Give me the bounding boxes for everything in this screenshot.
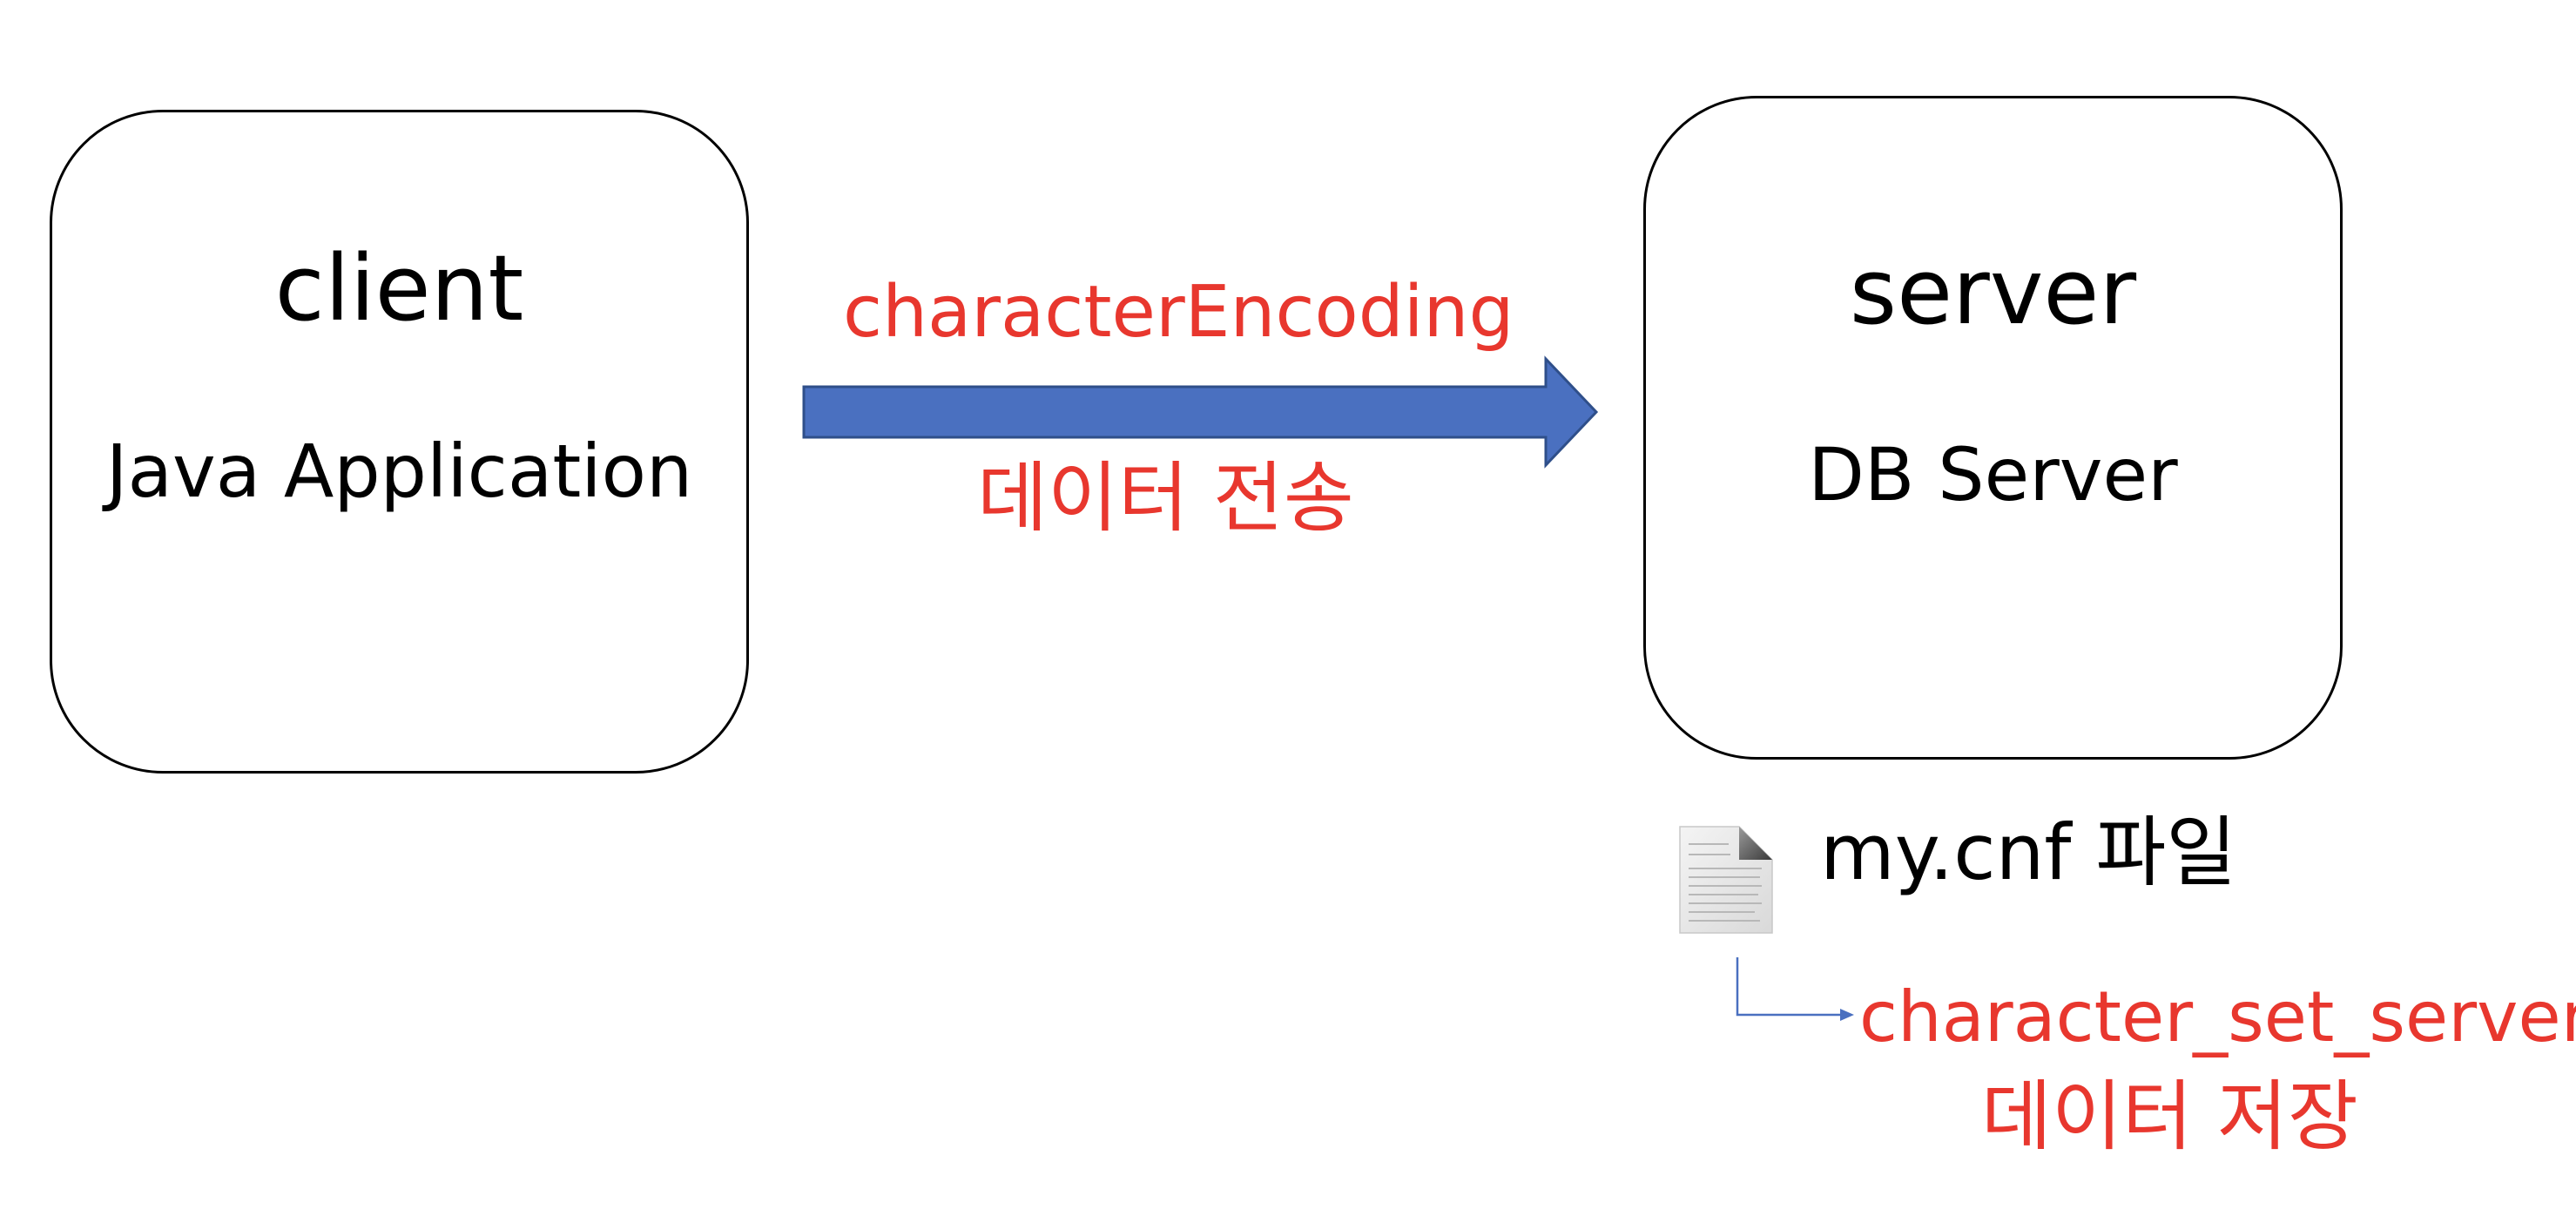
transfer-arrow [802, 355, 1599, 469]
server-subtitle: DB Server [1808, 432, 2178, 517]
server-title: server [1849, 239, 2137, 345]
connector-arrow [1736, 957, 1854, 1021]
data-send-label: 데이터 전송 [977, 453, 1354, 543]
character-encoding-label: characterEncoding [843, 271, 1514, 354]
client-box: client Java Application [50, 110, 749, 774]
character-set-server-label: character_set_server [1859, 976, 2576, 1057]
document-icon [1679, 826, 1773, 934]
data-store-label: 데이터 저장 [1981, 1071, 2358, 1161]
server-box: server DB Server [1643, 96, 2343, 760]
client-subtitle: Java Application [105, 429, 693, 514]
transfer-arrow-shape [802, 355, 1599, 469]
config-file-label: my.cnf 파일 [1820, 807, 2237, 897]
client-title: client [274, 235, 524, 341]
